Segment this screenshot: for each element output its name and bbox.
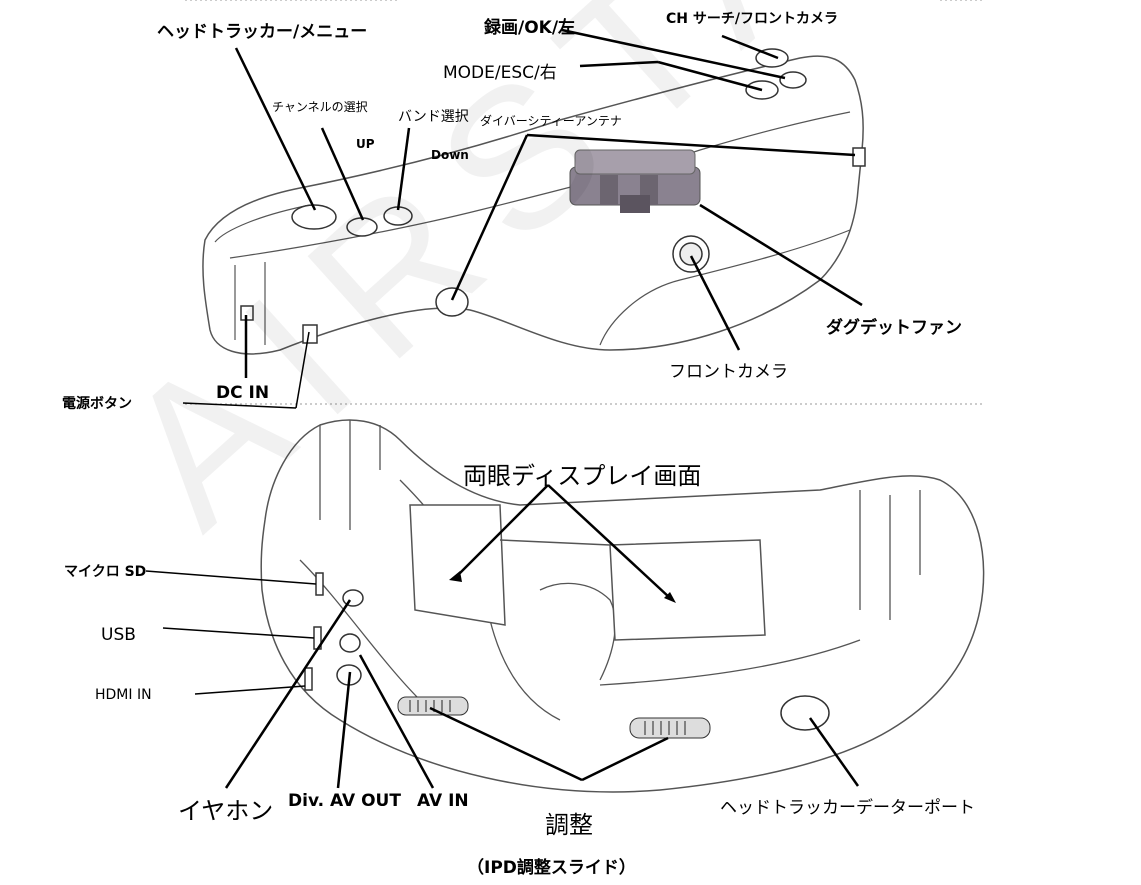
top-goggle-outline — [202, 55, 864, 355]
label-dual-display: 両眼ディスプレイ画面 — [463, 462, 702, 490]
label-micro-sd: マイクロ SD — [64, 564, 147, 580]
label-ducted-fan: ダグデットファン — [826, 318, 962, 338]
earphone-jack — [342, 589, 364, 607]
caption-ipd-slide: （IPD調整スライド） — [467, 858, 636, 878]
label-down: Down — [431, 148, 469, 162]
label-band-select: バンド選択 — [398, 109, 469, 125]
label-head-tracker-menu: ヘッドトラッカー/メニュー — [157, 22, 368, 42]
label-record-ok-left: 録画/OK/左 — [484, 18, 576, 38]
label-av-in: AV IN — [417, 791, 469, 811]
display-screens — [409, 504, 766, 641]
label-adjust: 調整 — [545, 811, 593, 839]
ipd-sliders — [397, 696, 711, 739]
left-display — [409, 504, 506, 626]
antenna-mount — [435, 287, 469, 317]
label-up: UP — [356, 137, 375, 151]
label-power-button: 電源ボタン — [62, 396, 132, 412]
hdmi-slot — [304, 667, 313, 691]
div-av-out-jack — [339, 633, 361, 653]
label-hdmi-in: HDMI IN — [95, 687, 152, 703]
label-diversity-antenna: ダイバーシティーアンテナ — [480, 114, 622, 128]
diversity-antenna-module — [569, 149, 701, 213]
label-earphone: イヤホン — [178, 797, 274, 825]
label-div-av-out: Div. AV OUT — [288, 791, 401, 811]
menu-button — [291, 204, 337, 230]
right-display — [609, 539, 766, 641]
head-tracker-data-port — [780, 695, 830, 731]
label-channel-select: チャンネルの選択 — [272, 100, 368, 114]
up-button — [346, 217, 378, 237]
label-ch-search-front-camera: CH サーチ/フロントカメラ — [666, 11, 838, 27]
label-head-tracker-data-port: ヘッドトラッカーデーターポート — [720, 798, 975, 818]
micro-sd-slot — [315, 572, 324, 596]
ok-button — [779, 71, 807, 89]
label-mode-esc-right: MODE/ESC/右 — [443, 63, 557, 83]
label-usb: USB — [101, 625, 136, 645]
label-front-camera: フロントカメラ — [669, 362, 788, 382]
label-dc-in: DC IN — [216, 383, 270, 403]
power-button — [302, 324, 318, 344]
